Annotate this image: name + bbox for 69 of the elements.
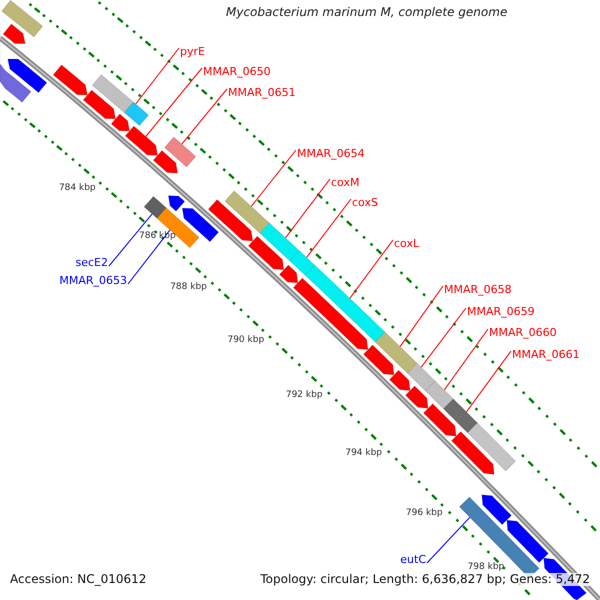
gene-label: MMAR_0651 (228, 86, 296, 99)
gene-label: coxS (352, 196, 378, 209)
gene-label: coxL (394, 237, 420, 250)
footer-text: Accession: NC_010612 (10, 573, 146, 586)
gene-label: MMAR_0650 (203, 65, 271, 78)
gene-label: secE2 (76, 256, 108, 269)
gene-feature (144, 196, 167, 219)
gene-feature (92, 74, 134, 114)
gene-feature (363, 344, 394, 376)
gene-feature (248, 236, 284, 270)
gene-feature (208, 199, 254, 242)
gene-feature (124, 126, 158, 156)
gene-label: coxM (331, 176, 360, 189)
gene-label: MMAR_0659 (467, 305, 535, 318)
scale-label: 798 kbp (468, 562, 504, 573)
gene-feature (405, 386, 428, 409)
scale-label: 794 kbp (345, 448, 382, 459)
leader-line (250, 150, 296, 207)
gene-feature (110, 114, 130, 132)
leader-line (181, 88, 228, 145)
gene-feature (481, 494, 512, 526)
gene-label: MMAR_0658 (444, 283, 512, 296)
gene-feature (224, 190, 270, 234)
gene-feature (406, 362, 436, 392)
gene-label: MMAR_0654 (297, 147, 365, 160)
scale-label: 790 kbp (227, 334, 264, 346)
gene-label: MMAR_0660 (489, 326, 557, 339)
gene-label: pyrE (180, 45, 205, 58)
gene-feature (1, 0, 44, 38)
leader-line (400, 286, 444, 348)
gene-feature (292, 278, 368, 350)
gene-feature (168, 195, 186, 212)
scale-label: 784 kbp (58, 182, 96, 194)
gene-feature (156, 207, 200, 248)
leader-line (145, 68, 202, 137)
gene-feature (82, 90, 116, 120)
gene-feature (2, 24, 26, 44)
gene-feature (423, 403, 456, 437)
scale-label: 792 kbp (286, 390, 323, 402)
gene-feature (182, 208, 220, 242)
title: Mycobacterium marinum M, complete genome (226, 6, 508, 19)
gene-feature (389, 370, 410, 391)
gene-label: MMAR_0661 (512, 348, 580, 361)
leader-line (420, 308, 466, 368)
gene-feature (52, 64, 88, 96)
gene-feature (467, 422, 516, 472)
gene-feature (506, 520, 549, 563)
leader-line (128, 229, 170, 284)
gene-feature (278, 264, 298, 284)
leader-line (349, 240, 394, 299)
gene-label: eutC (400, 553, 426, 566)
gene-feature (259, 222, 300, 262)
gene-feature (443, 398, 478, 434)
scale-label: 788 kbp (170, 282, 207, 293)
footer-text: Topology: circular; Length: 6,636,827 bp; Genes: 5,472 (260, 573, 590, 586)
gene-feature (0, 23, 32, 103)
gene-feature (124, 102, 150, 126)
gene-feature (374, 332, 418, 374)
gene-feature (424, 380, 454, 410)
leader-line (444, 328, 488, 390)
gene-feature (451, 431, 495, 475)
gene-feature (290, 250, 316, 276)
gene-feature (304, 264, 386, 343)
gene-feature (7, 58, 48, 94)
gene-label: MMAR_0653 (59, 274, 127, 287)
leader-line (108, 213, 153, 266)
gene-feature (164, 136, 196, 168)
scale-label: 796 kbp (406, 508, 443, 520)
gene-feature (152, 150, 178, 174)
